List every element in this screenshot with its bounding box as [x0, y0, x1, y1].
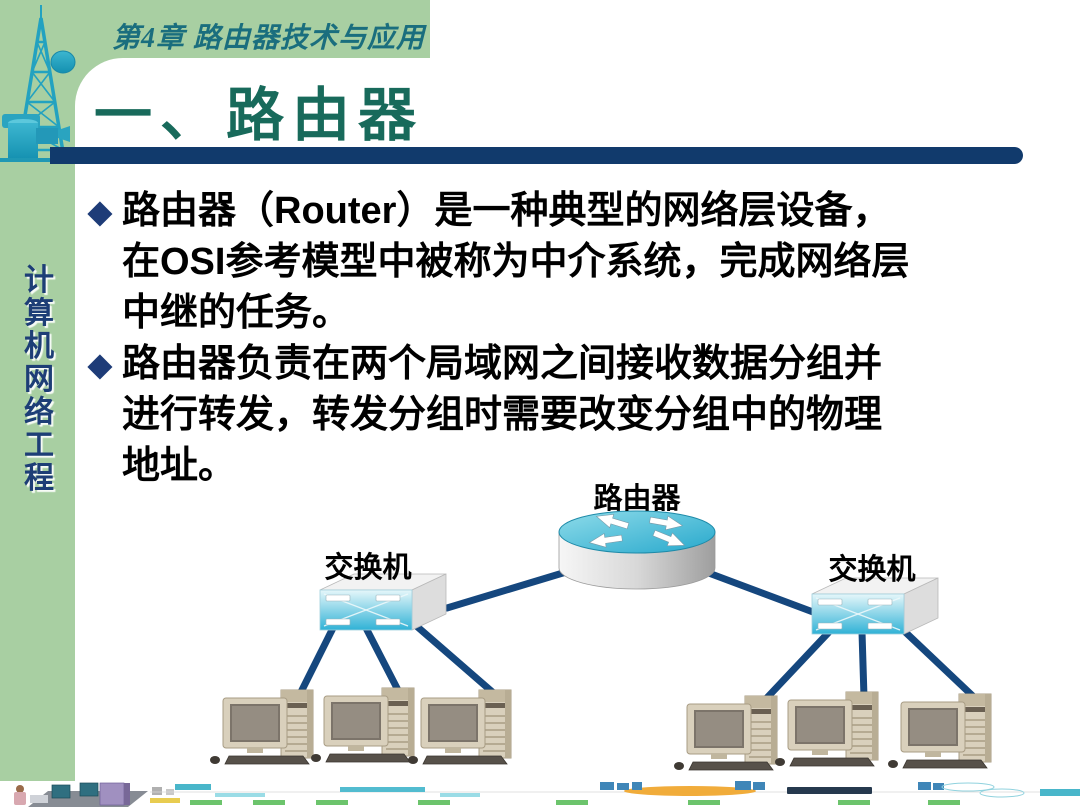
page-title: 一、路由器 — [94, 83, 425, 148]
switch-icon — [811, 577, 939, 635]
bullet-item: ◆ 路由器（Router）是一种典型的网络层设备， 在OSI参考模型中被称为中介… — [88, 186, 1028, 339]
pc-icon — [673, 695, 778, 771]
bullet-text: 路由器（Router）是一种典型的网络层设备， 在OSI参考模型中被称为中介系统… — [122, 190, 910, 334]
router-label: 路由器 — [593, 482, 681, 515]
pc-icon — [310, 687, 415, 763]
pc-icon — [774, 691, 879, 767]
router-icon — [558, 509, 716, 590]
content-area — [75, 58, 1080, 781]
bullet-diamond-icon: ◆ — [88, 194, 112, 229]
network-diagram: 路由器 交换机 交换机 — [209, 482, 992, 771]
slide-preview-strip — [14, 781, 1080, 807]
title-divider — [50, 147, 1023, 164]
pc-icon — [407, 689, 512, 765]
bullet-text: 路由器负责在两个局域网之间接收数据分组并 进行转发，转发分组时需要改变分组中的物… — [122, 343, 883, 487]
right-switch-label: 交换机 — [828, 552, 915, 586]
chapter-header: 第4章 路由器技术与应用 — [112, 23, 426, 54]
pc-icon — [209, 689, 314, 765]
sidebar-vertical-title: 计 算 机 网 络 工 程 — [24, 264, 54, 495]
left-switch-label: 交换机 — [324, 550, 411, 584]
bullet-item: ◆ 路由器负责在两个局域网之间接收数据分组并 进行转发，转发分组时需要改变分组中… — [88, 339, 1028, 492]
bullet-list: ◆ 路由器（Router）是一种典型的网络层设备， 在OSI参考模型中被称为中介… — [88, 186, 1028, 492]
pc-icon — [887, 693, 992, 769]
dish-icon — [50, 50, 76, 74]
bullet-diamond-icon: ◆ — [88, 347, 112, 382]
tower-logo-icon — [0, 5, 76, 162]
